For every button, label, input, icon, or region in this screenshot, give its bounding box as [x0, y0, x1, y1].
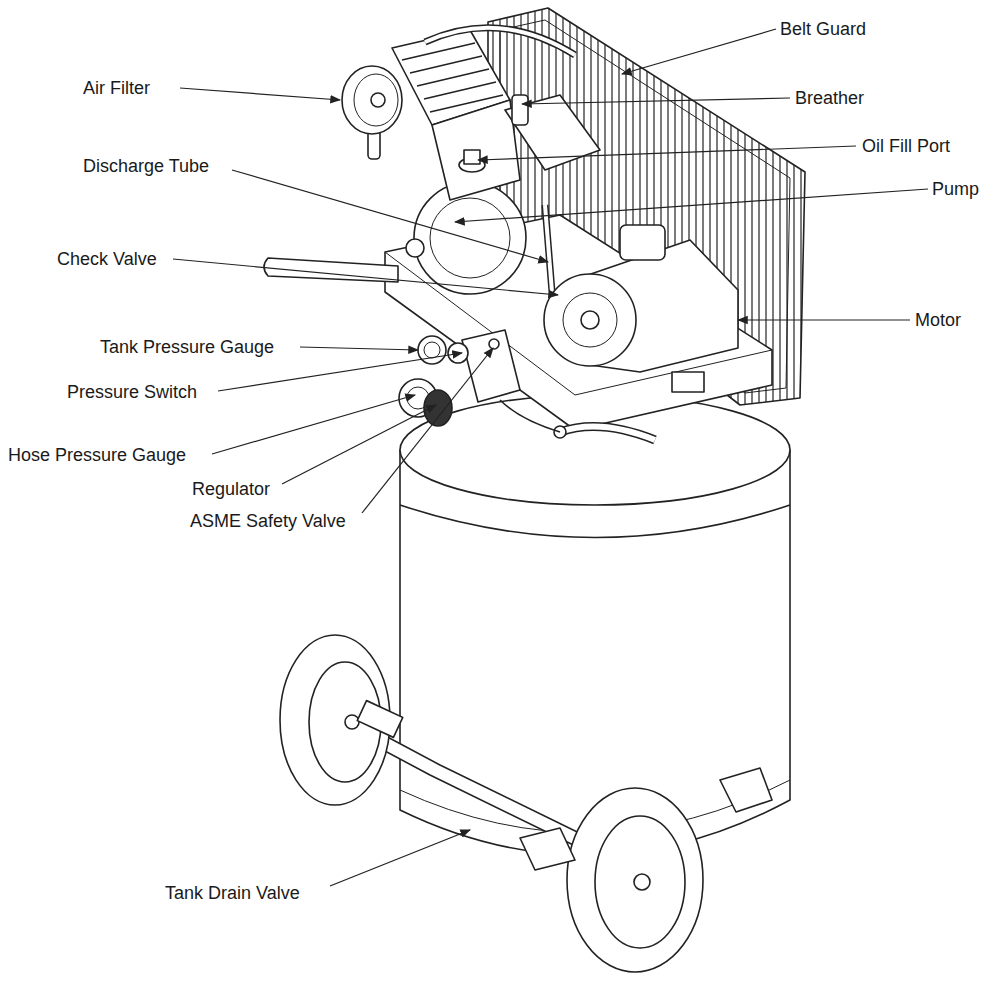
part-label: Air Filter: [83, 78, 150, 98]
motor: [544, 225, 738, 392]
pump-part: [417, 69, 489, 86]
part-label: Pressure Switch: [67, 382, 197, 402]
leader-line: [232, 170, 548, 262]
controls-part: [424, 342, 440, 358]
discharge-tube-part: [545, 205, 552, 292]
pump-part: [406, 239, 424, 257]
discharge-tube-part: [545, 205, 552, 292]
leader-line: [362, 348, 493, 513]
pump-part: [430, 198, 510, 278]
leader-line: [212, 395, 415, 454]
wheel-assembly-part: [520, 828, 575, 870]
wheel-assembly-part: [355, 725, 610, 858]
wheel-assembly-part: [357, 701, 403, 738]
leader-line: [173, 259, 558, 295]
air-filter-part: [371, 93, 385, 107]
discharge-tube-part: [425, 28, 575, 55]
wheel-assembly-part: [634, 874, 650, 890]
leader-line: [180, 88, 340, 100]
wheel-assembly-part: [345, 715, 359, 729]
wheel-assembly: [280, 635, 772, 972]
motor-part: [544, 274, 636, 366]
motor-part: [581, 311, 599, 329]
air-tank-part: [400, 505, 790, 538]
pump-part: [410, 56, 482, 73]
controls: [399, 330, 560, 432]
leader-line: [282, 405, 436, 484]
air-filter-part: [342, 66, 402, 134]
wheel-assembly-part: [595, 816, 685, 948]
part-label: Breather: [795, 88, 864, 108]
pump-part: [464, 150, 480, 164]
discharge-tube-part: [560, 427, 655, 440]
part-label: Hose Pressure Gauge: [8, 445, 186, 465]
motor-part: [620, 225, 665, 260]
pump-part: [402, 43, 475, 60]
leader-line: [522, 98, 790, 104]
leader-lines: [173, 29, 928, 886]
part-label: Motor: [915, 310, 961, 330]
pump-part: [432, 100, 520, 200]
discharge-tube-part: [425, 28, 575, 55]
air-filter: [342, 66, 402, 159]
leader-line: [622, 29, 776, 74]
part-label: Oil Fill Port: [862, 136, 950, 156]
part-label: Tank Pressure Gauge: [100, 337, 274, 357]
part-label: Pump: [932, 179, 979, 199]
wheel-assembly-part: [720, 768, 772, 812]
pump: [392, 30, 600, 294]
leader-line: [738, 319, 910, 320]
part-label: Tank Drain Valve: [165, 883, 300, 903]
discharge-tube-part: [560, 427, 655, 440]
motor-part: [672, 372, 704, 392]
wheel-assembly-part: [567, 788, 703, 972]
part-label: ASME Safety Valve: [190, 511, 346, 531]
controls-part: [448, 343, 468, 363]
controls-part: [424, 390, 452, 426]
controls-part: [489, 339, 499, 349]
controls-part: [462, 330, 520, 402]
leader-line: [300, 347, 418, 350]
compressor-drawing: [264, 8, 805, 972]
leader-line: [478, 146, 856, 160]
pump-part: [414, 182, 526, 294]
pump-part: [512, 95, 528, 125]
motor-part: [563, 293, 617, 347]
part-label: Discharge Tube: [83, 156, 209, 176]
leader-line: [218, 353, 462, 391]
air-filter-part: [354, 74, 398, 126]
part-label: Belt Guard: [780, 19, 866, 39]
leader-line: [455, 189, 928, 222]
controls-part: [500, 400, 560, 432]
part-label: Regulator: [192, 479, 270, 499]
part-label: Check Valve: [57, 249, 157, 269]
air-tank-part: [400, 450, 790, 855]
pump-part: [424, 82, 496, 99]
leader-line: [330, 830, 470, 886]
